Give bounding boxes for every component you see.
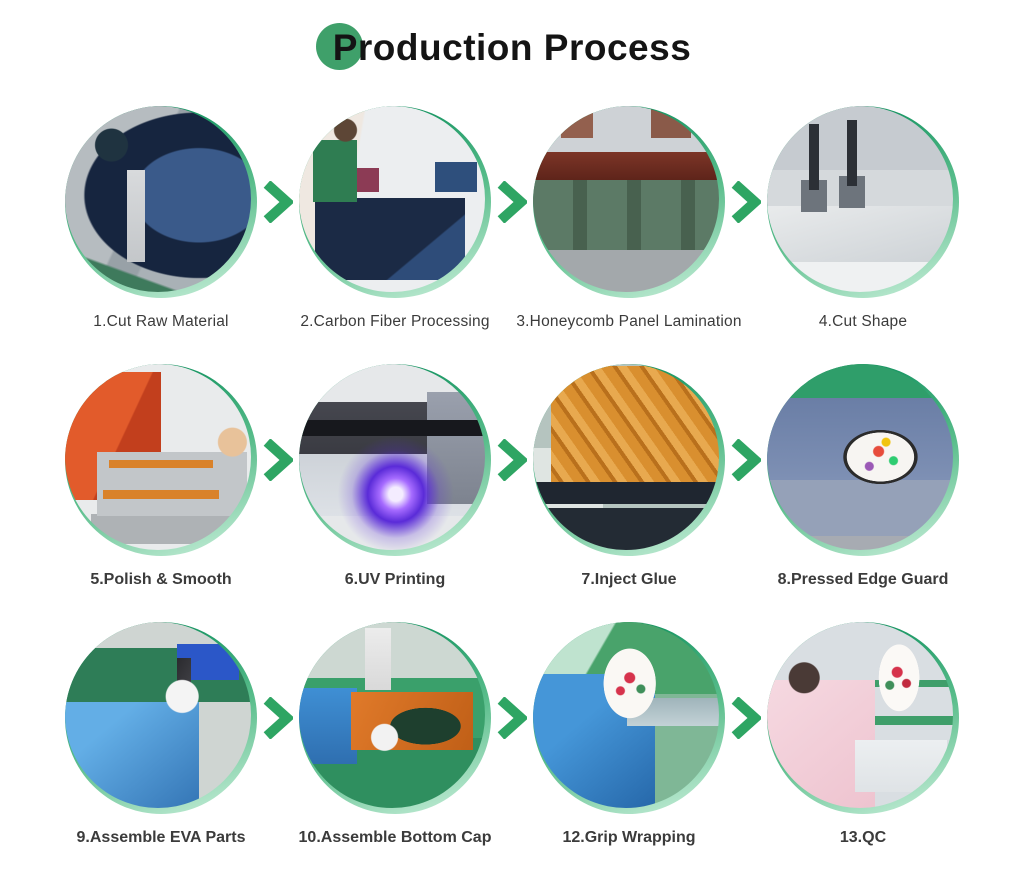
process-row: 9.Assemble EVA Parts 10.Assemble Bottom … bbox=[0, 622, 1024, 847]
header: Production Process bbox=[0, 23, 1024, 70]
arrow-right-icon bbox=[725, 439, 767, 481]
arrow-right-icon bbox=[491, 439, 533, 481]
step-photo bbox=[533, 364, 719, 550]
arrow-right-icon bbox=[257, 439, 299, 481]
page-title: Production Process bbox=[332, 27, 692, 68]
step-photo bbox=[65, 364, 251, 550]
step-label: 10.Assemble Bottom Cap bbox=[298, 829, 492, 846]
process-step: 8.Pressed Edge Guard bbox=[767, 364, 959, 589]
process-step: 5.Polish & Smooth bbox=[65, 364, 257, 589]
step-photo bbox=[299, 364, 485, 550]
step-photo-ring bbox=[767, 364, 959, 556]
step-label: 6.UV Printing bbox=[344, 571, 446, 588]
step-label: 9.Assemble EVA Parts bbox=[76, 829, 246, 846]
step-photo bbox=[65, 106, 251, 292]
arrow-right-icon bbox=[725, 181, 767, 223]
step-photo-ring bbox=[299, 364, 491, 556]
process-step: 1.Cut Raw Material bbox=[65, 106, 257, 331]
process-grid: 1.Cut Raw Material 2.Carbon Fiber Proces… bbox=[0, 106, 1024, 847]
step-label: 13.QC bbox=[839, 829, 887, 846]
process-step: 12.Grip Wrapping bbox=[533, 622, 725, 847]
arrow-right-icon bbox=[491, 697, 533, 739]
step-photo bbox=[767, 364, 953, 550]
step-photo-ring bbox=[533, 364, 725, 556]
step-label: 4.Cut Shape bbox=[818, 313, 908, 330]
step-label: 3.Honeycomb Panel Lamination bbox=[516, 313, 742, 330]
process-row: 5.Polish & Smooth 6.UV Printing 7.Inject… bbox=[0, 364, 1024, 589]
process-step: 6.UV Printing bbox=[299, 364, 491, 589]
step-photo-ring bbox=[299, 622, 491, 814]
step-photo bbox=[299, 622, 485, 808]
arrow-right-icon bbox=[257, 181, 299, 223]
step-label: 1.Cut Raw Material bbox=[93, 313, 229, 330]
arrow-right-icon bbox=[491, 181, 533, 223]
step-photo-ring bbox=[767, 106, 959, 298]
process-step: 7.Inject Glue bbox=[533, 364, 725, 589]
arrow-right-icon bbox=[257, 697, 299, 739]
arrow-right-icon bbox=[725, 697, 767, 739]
process-row: 1.Cut Raw Material 2.Carbon Fiber Proces… bbox=[0, 106, 1024, 331]
step-label: 2.Carbon Fiber Processing bbox=[300, 313, 490, 330]
step-photo-ring bbox=[65, 106, 257, 298]
step-photo bbox=[767, 622, 953, 808]
step-photo-ring bbox=[767, 622, 959, 814]
step-photo bbox=[299, 106, 485, 292]
process-step: 10.Assemble Bottom Cap bbox=[299, 622, 491, 847]
step-photo-ring bbox=[533, 622, 725, 814]
step-photo-ring bbox=[65, 622, 257, 814]
step-photo bbox=[767, 106, 953, 292]
green-dot-icon bbox=[315, 23, 363, 70]
step-photo bbox=[65, 622, 251, 808]
process-step: 2.Carbon Fiber Processing bbox=[299, 106, 491, 331]
step-photo-ring bbox=[65, 364, 257, 556]
step-label: 5.Polish & Smooth bbox=[90, 571, 232, 588]
process-step: 9.Assemble EVA Parts bbox=[65, 622, 257, 847]
step-photo-ring bbox=[533, 106, 725, 298]
process-step: 13.QC bbox=[767, 622, 959, 847]
step-label: 7.Inject Glue bbox=[581, 571, 677, 588]
title-block: Production Process bbox=[315, 23, 692, 70]
step-label: 8.Pressed Edge Guard bbox=[777, 571, 949, 588]
process-step: 3.Honeycomb Panel Lamination bbox=[516, 106, 741, 331]
process-step: 4.Cut Shape bbox=[767, 106, 959, 331]
step-label: 12.Grip Wrapping bbox=[562, 829, 696, 846]
step-photo bbox=[533, 106, 719, 292]
step-photo-ring bbox=[299, 106, 491, 298]
step-photo bbox=[533, 622, 719, 808]
